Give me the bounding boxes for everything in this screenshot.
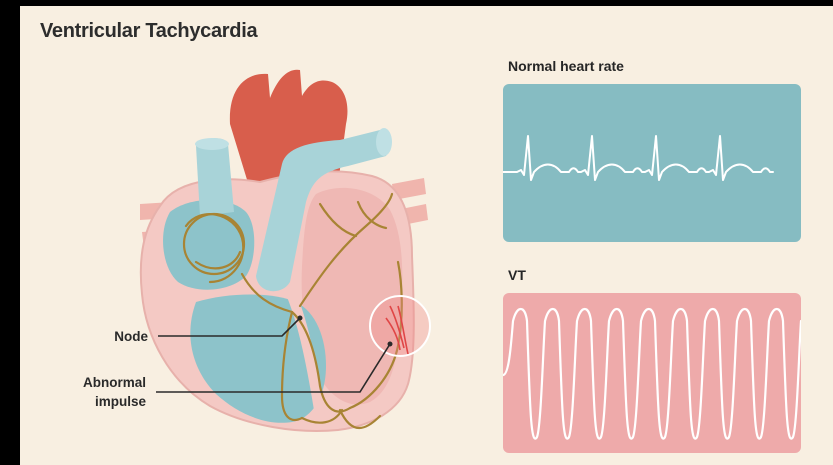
- vt-ecg-trace: [503, 293, 801, 453]
- normal-rate-label: Normal heart rate: [508, 58, 624, 74]
- node-label: Node: [72, 327, 148, 346]
- vt-label: VT: [508, 267, 526, 283]
- abnormal-impulse-line2: impulse: [50, 392, 146, 411]
- normal-rate-panel: [503, 84, 801, 242]
- infographic-canvas: Ventricular Tachycardia: [20, 6, 833, 465]
- vt-panel: [503, 293, 801, 453]
- node-label-text: Node: [114, 329, 148, 344]
- abnormal-impulse-line1: Abnormal: [50, 373, 146, 392]
- normal-ecg-trace: [503, 84, 801, 242]
- abnormal-impulse-label: Abnormal impulse: [50, 373, 146, 411]
